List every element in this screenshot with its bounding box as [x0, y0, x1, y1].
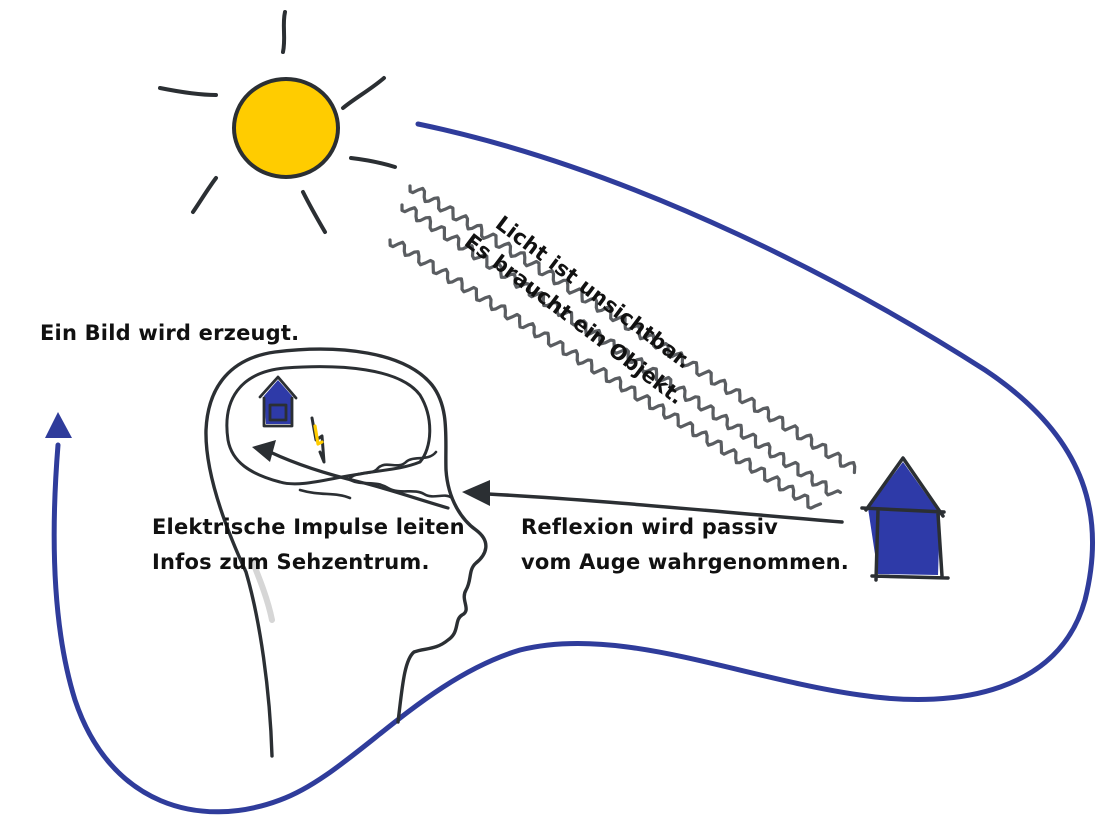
reflection-line-1: Reflexion wird passiv — [521, 515, 779, 539]
reflection-line-2: vom Auge wahrgenommen. — [521, 549, 849, 574]
light-rays — [388, 184, 857, 510]
reflection-arrow — [462, 480, 844, 524]
brain-house-icon — [258, 375, 298, 428]
label-electric-impulses: Elektrische Impulse leiten Infos zum Seh… — [152, 510, 465, 579]
head-sketch — [204, 347, 488, 758]
image-created-text: Ein Bild wird erzeugt. — [40, 321, 300, 345]
house-icon — [860, 456, 950, 582]
lightning-icon — [310, 416, 326, 464]
label-image-created: Ein Bild wird erzeugt. — [40, 316, 299, 351]
impulses-line-1: Elektrische Impulse leiten — [152, 515, 465, 539]
loop-arrowhead — [45, 412, 72, 438]
sun-icon — [158, 10, 397, 234]
cycle-loop-arrow — [45, 121, 1096, 815]
label-reflection: Reflexion wird passiv vom Auge wahrgenom… — [521, 510, 849, 579]
impulses-line-2: Infos zum Sehzentrum. — [152, 549, 430, 574]
